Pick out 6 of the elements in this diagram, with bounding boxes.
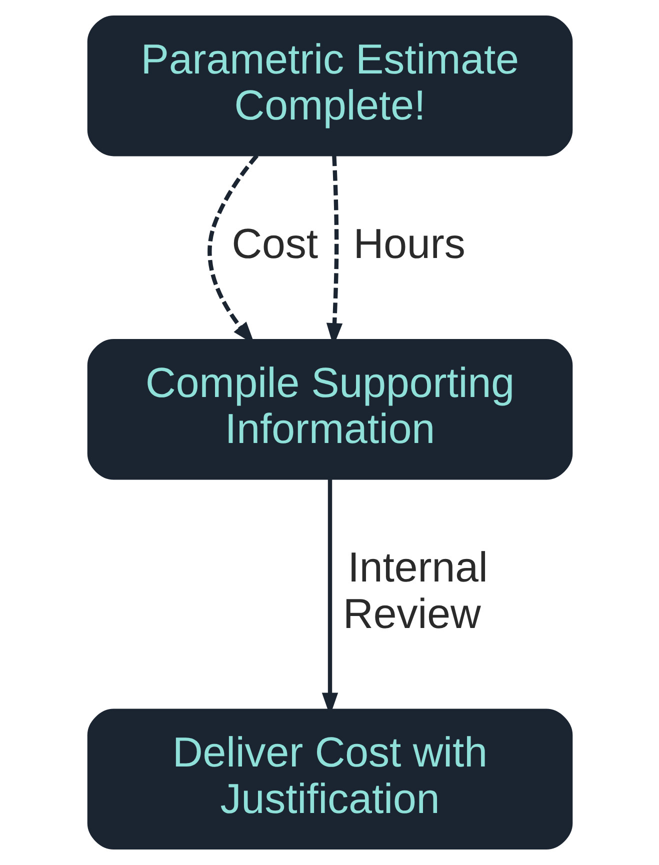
edge-label: Internal Review [342,544,488,637]
edge-label: Hours [352,220,465,268]
edge-label: Cost [231,220,318,268]
node-box: Compile Supporting Information [86,339,572,480]
node-box: Deliver Cost with Justification [86,708,572,850]
node-box: Parametric Estimate Complete! [86,15,572,156]
